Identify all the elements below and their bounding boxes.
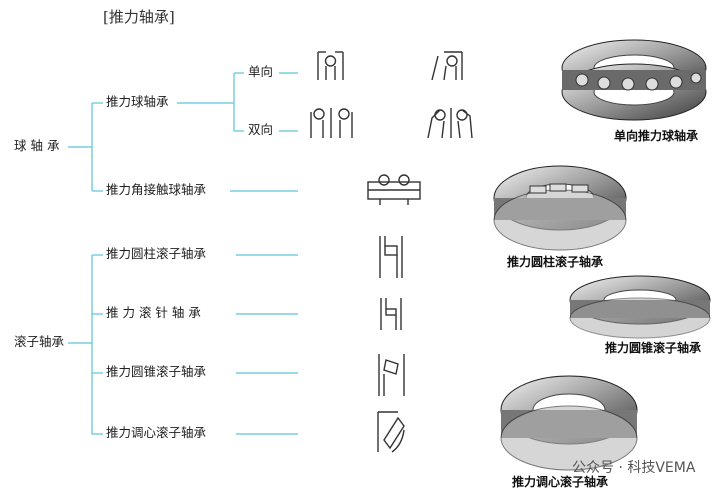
angular-contact-symbol: [367, 174, 421, 205]
watermark: 公众号 · 科技VEMA: [572, 460, 696, 476]
caption-single-thrust-ball: 单向推力球轴承: [614, 129, 699, 143]
tapered-roller-label: 推力圆锥滚子轴承: [106, 364, 207, 379]
angular-contact-label: 推力角接触球轴承: [106, 182, 207, 197]
needle-roller-symbol: [380, 298, 402, 330]
single-thrust-ball-angular-symbol: [431, 51, 463, 81]
double-direction-label: 双向: [248, 122, 274, 137]
spherical-roller-photo: [500, 375, 638, 471]
double-thrust-ball-symbol: [310, 108, 353, 138]
single-thrust-ball-symbol: [317, 51, 344, 80]
single-direction-label: 单向: [248, 64, 274, 79]
cylindrical-roller-symbol: [379, 236, 403, 278]
caption-tapered-roller: 推力圆锥滚子轴承: [605, 341, 702, 355]
tapered-roller-photo: [569, 275, 711, 339]
roller-bearing-group-label: 滚子轴承: [14, 334, 65, 349]
spherical-roller-symbol: [377, 411, 405, 453]
tapered-roller-symbol: [378, 354, 405, 396]
single-thrust-ball-photo: [561, 39, 707, 121]
caption-spherical-roller: 推力调心滚子轴承: [512, 475, 609, 489]
caption-cylindrical-roller: 推力圆柱滚子轴承: [507, 255, 604, 269]
needle-roller-label: 推 力 滚 针 轴 承: [106, 305, 201, 320]
spherical-roller-label: 推力调心滚子轴承: [106, 425, 207, 440]
page-title: [推力轴承]: [103, 8, 175, 26]
cylindrical-roller-photo: [493, 165, 627, 251]
cylindrical-roller-label: 推力圆柱滚子轴承: [106, 246, 207, 261]
double-thrust-ball-angular-symbol: [427, 108, 473, 139]
thrust-ball-bearing-label: 推力球轴承: [106, 94, 169, 109]
ball-bearing-group-label: 球 轴 承: [14, 138, 60, 153]
